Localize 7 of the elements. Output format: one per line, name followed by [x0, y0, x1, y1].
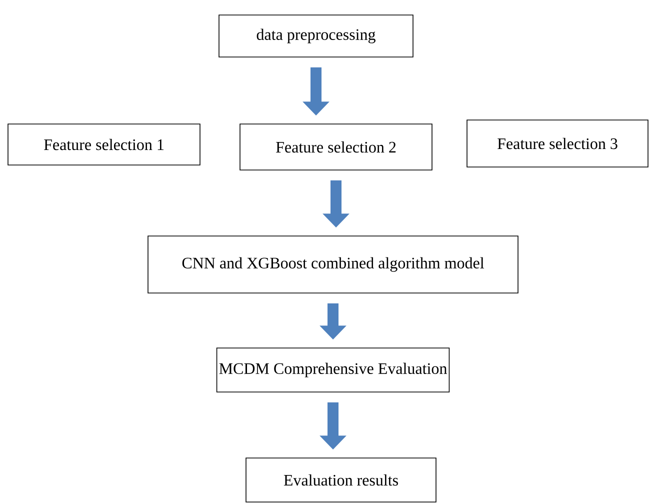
- process-box: CNN and XGBoost combined algorithm model: [148, 236, 518, 294]
- process-box: Feature selection 1: [8, 124, 200, 166]
- process-box: Feature selection 3: [466, 120, 648, 168]
- process-box: data preprocessing: [218, 14, 414, 58]
- process-box: Feature selection 2: [240, 124, 432, 170]
- process-box: Evaluation results: [246, 458, 436, 502]
- process-box: MCDM Comprehensive Evaluation: [216, 348, 450, 392]
